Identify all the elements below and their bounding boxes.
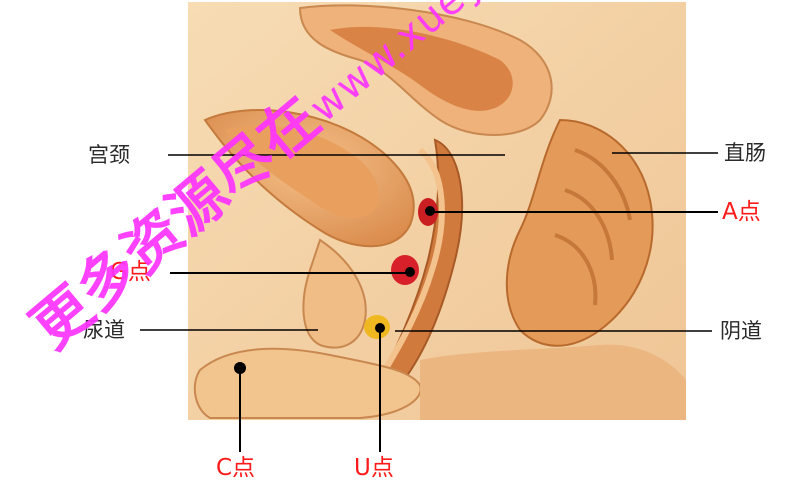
- a-spot-label: A点: [722, 199, 761, 225]
- g-spot-marker: [391, 255, 419, 285]
- u-spot-label: U点: [354, 455, 394, 481]
- vulva-shape: [193, 347, 422, 419]
- c-spot-dot: [234, 362, 246, 374]
- a-spot-dot: [425, 206, 435, 216]
- c-spot-label: C点: [216, 455, 256, 481]
- u-spot-dot: [375, 323, 385, 333]
- rectum-shape: [505, 118, 654, 347]
- g-spot-dot: [405, 267, 415, 277]
- cervix-inner: [225, 125, 380, 219]
- lower-tissue: [420, 344, 686, 420]
- urethra-label: 尿道: [83, 318, 125, 342]
- g-spot-label: G点: [110, 259, 151, 285]
- rectum-label: 直肠: [724, 141, 766, 165]
- uterus-inner: [330, 26, 513, 111]
- vagina-wall: [382, 147, 445, 372]
- vagina-label: 阴道: [720, 319, 762, 343]
- cervix-label: 宫颈: [88, 143, 130, 167]
